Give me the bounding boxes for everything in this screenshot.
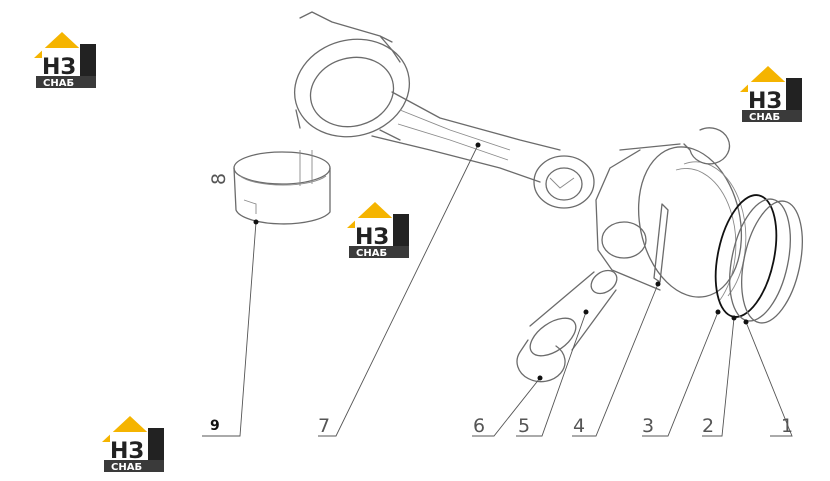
callout-7: 7 <box>318 415 330 437</box>
callout-3: 3 <box>642 415 654 437</box>
callout-1: 1 <box>781 415 793 437</box>
callout-9: 9 <box>210 418 220 434</box>
logo-text: НЗ <box>748 89 782 114</box>
circlip <box>516 339 566 383</box>
leader-lines <box>202 142 793 437</box>
bearing-shell <box>233 150 331 225</box>
brand-logo: НЗ СНАБ <box>347 202 409 259</box>
logo-text: НЗ <box>110 439 144 464</box>
piston-ring <box>741 200 803 324</box>
logo-subtext: СНАБ <box>111 462 142 473</box>
callout-8: 8 <box>208 173 230 185</box>
piston <box>595 143 747 301</box>
logo-subtext: СНАБ <box>356 248 387 259</box>
brand-logo: НЗ СНАБ <box>102 416 164 473</box>
brand-logo: НЗ СНАБ <box>34 32 96 89</box>
logo-subtext: СНАБ <box>749 112 780 123</box>
callout-4: 4 <box>573 415 585 437</box>
logo-subtext: СНАБ <box>43 78 74 89</box>
brand-logo: НЗ СНАБ <box>740 66 802 123</box>
logo-text: НЗ <box>355 225 389 250</box>
circlip <box>683 127 731 165</box>
callout-5: 5 <box>518 415 530 437</box>
piston-ring <box>714 194 778 318</box>
connecting-rod <box>293 11 595 209</box>
logo-text: НЗ <box>42 55 76 80</box>
piston-pin <box>529 269 618 357</box>
callout-6: 6 <box>473 415 485 437</box>
callout-2: 2 <box>702 415 714 437</box>
